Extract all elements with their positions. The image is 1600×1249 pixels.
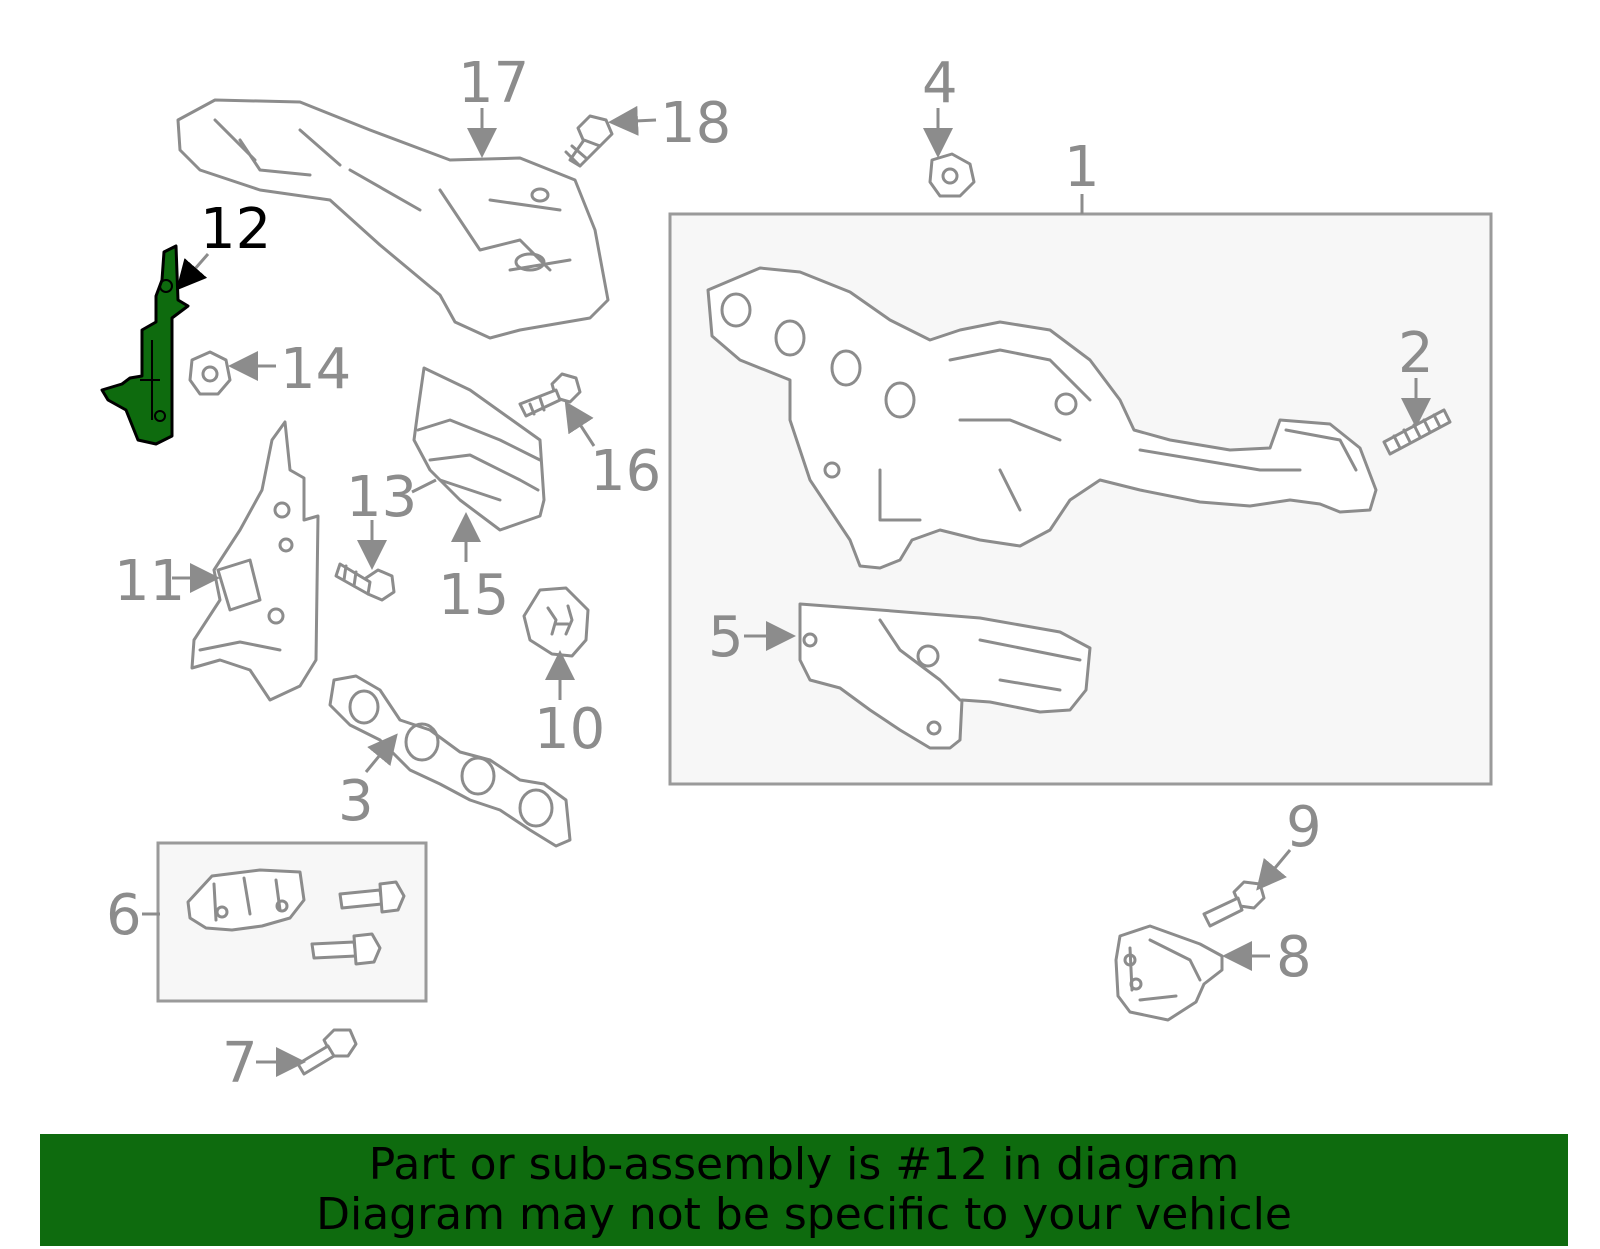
callout-8: 8 (1276, 925, 1312, 990)
part-16-bolt[interactable] (518, 372, 582, 418)
callout-12: 12 (200, 197, 271, 262)
part-15-heat-shield[interactable] (412, 366, 546, 532)
callout-18: 18 (660, 91, 731, 156)
banner-line-1: Part or sub-assembly is #12 in diagram (368, 1139, 1240, 1190)
part-17-heat-shield[interactable] (176, 98, 610, 340)
part-14-nut[interactable] (188, 350, 232, 396)
part-4-nut[interactable] (928, 152, 976, 198)
callout-7: 7 (222, 1031, 258, 1096)
callout-13: 13 (346, 465, 417, 530)
callout-11: 11 (114, 549, 185, 614)
leader-lines (142, 105, 1431, 1077)
part-18-bolt[interactable] (564, 114, 614, 168)
part-5-heat-shield[interactable] (798, 602, 1092, 750)
part-12-bracket-highlighted[interactable] (100, 244, 190, 446)
part-7-bolt[interactable] (296, 1028, 358, 1076)
callout-6: 6 (106, 883, 142, 948)
info-banner: Part or sub-assembly is #12 in diagram D… (40, 1134, 1568, 1246)
callout-1: 1 (1064, 135, 1100, 200)
part-11-heat-shield[interactable] (190, 420, 320, 702)
callout-17: 17 (458, 51, 529, 116)
callout-14: 14 (280, 337, 351, 402)
callout-16: 16 (590, 439, 661, 504)
callout-9: 9 (1286, 795, 1322, 860)
part-10-hanger[interactable] (522, 586, 590, 658)
banner-line-2: Diagram may not be specific to your vehi… (316, 1189, 1292, 1240)
part-9-bolt[interactable] (1202, 880, 1266, 928)
part-1-exhaust-manifold[interactable] (706, 266, 1378, 570)
callout-5: 5 (708, 605, 744, 670)
callout-15: 15 (438, 563, 509, 628)
callout-4: 4 (922, 51, 958, 116)
callout-10: 10 (534, 697, 605, 762)
part-8-bracket[interactable] (1114, 924, 1224, 1022)
callout-3: 3 (338, 769, 374, 834)
part-6-bracket-kit[interactable] (186, 868, 406, 966)
callout-2: 2 (1398, 321, 1434, 386)
part-13-bolt[interactable] (334, 562, 396, 602)
